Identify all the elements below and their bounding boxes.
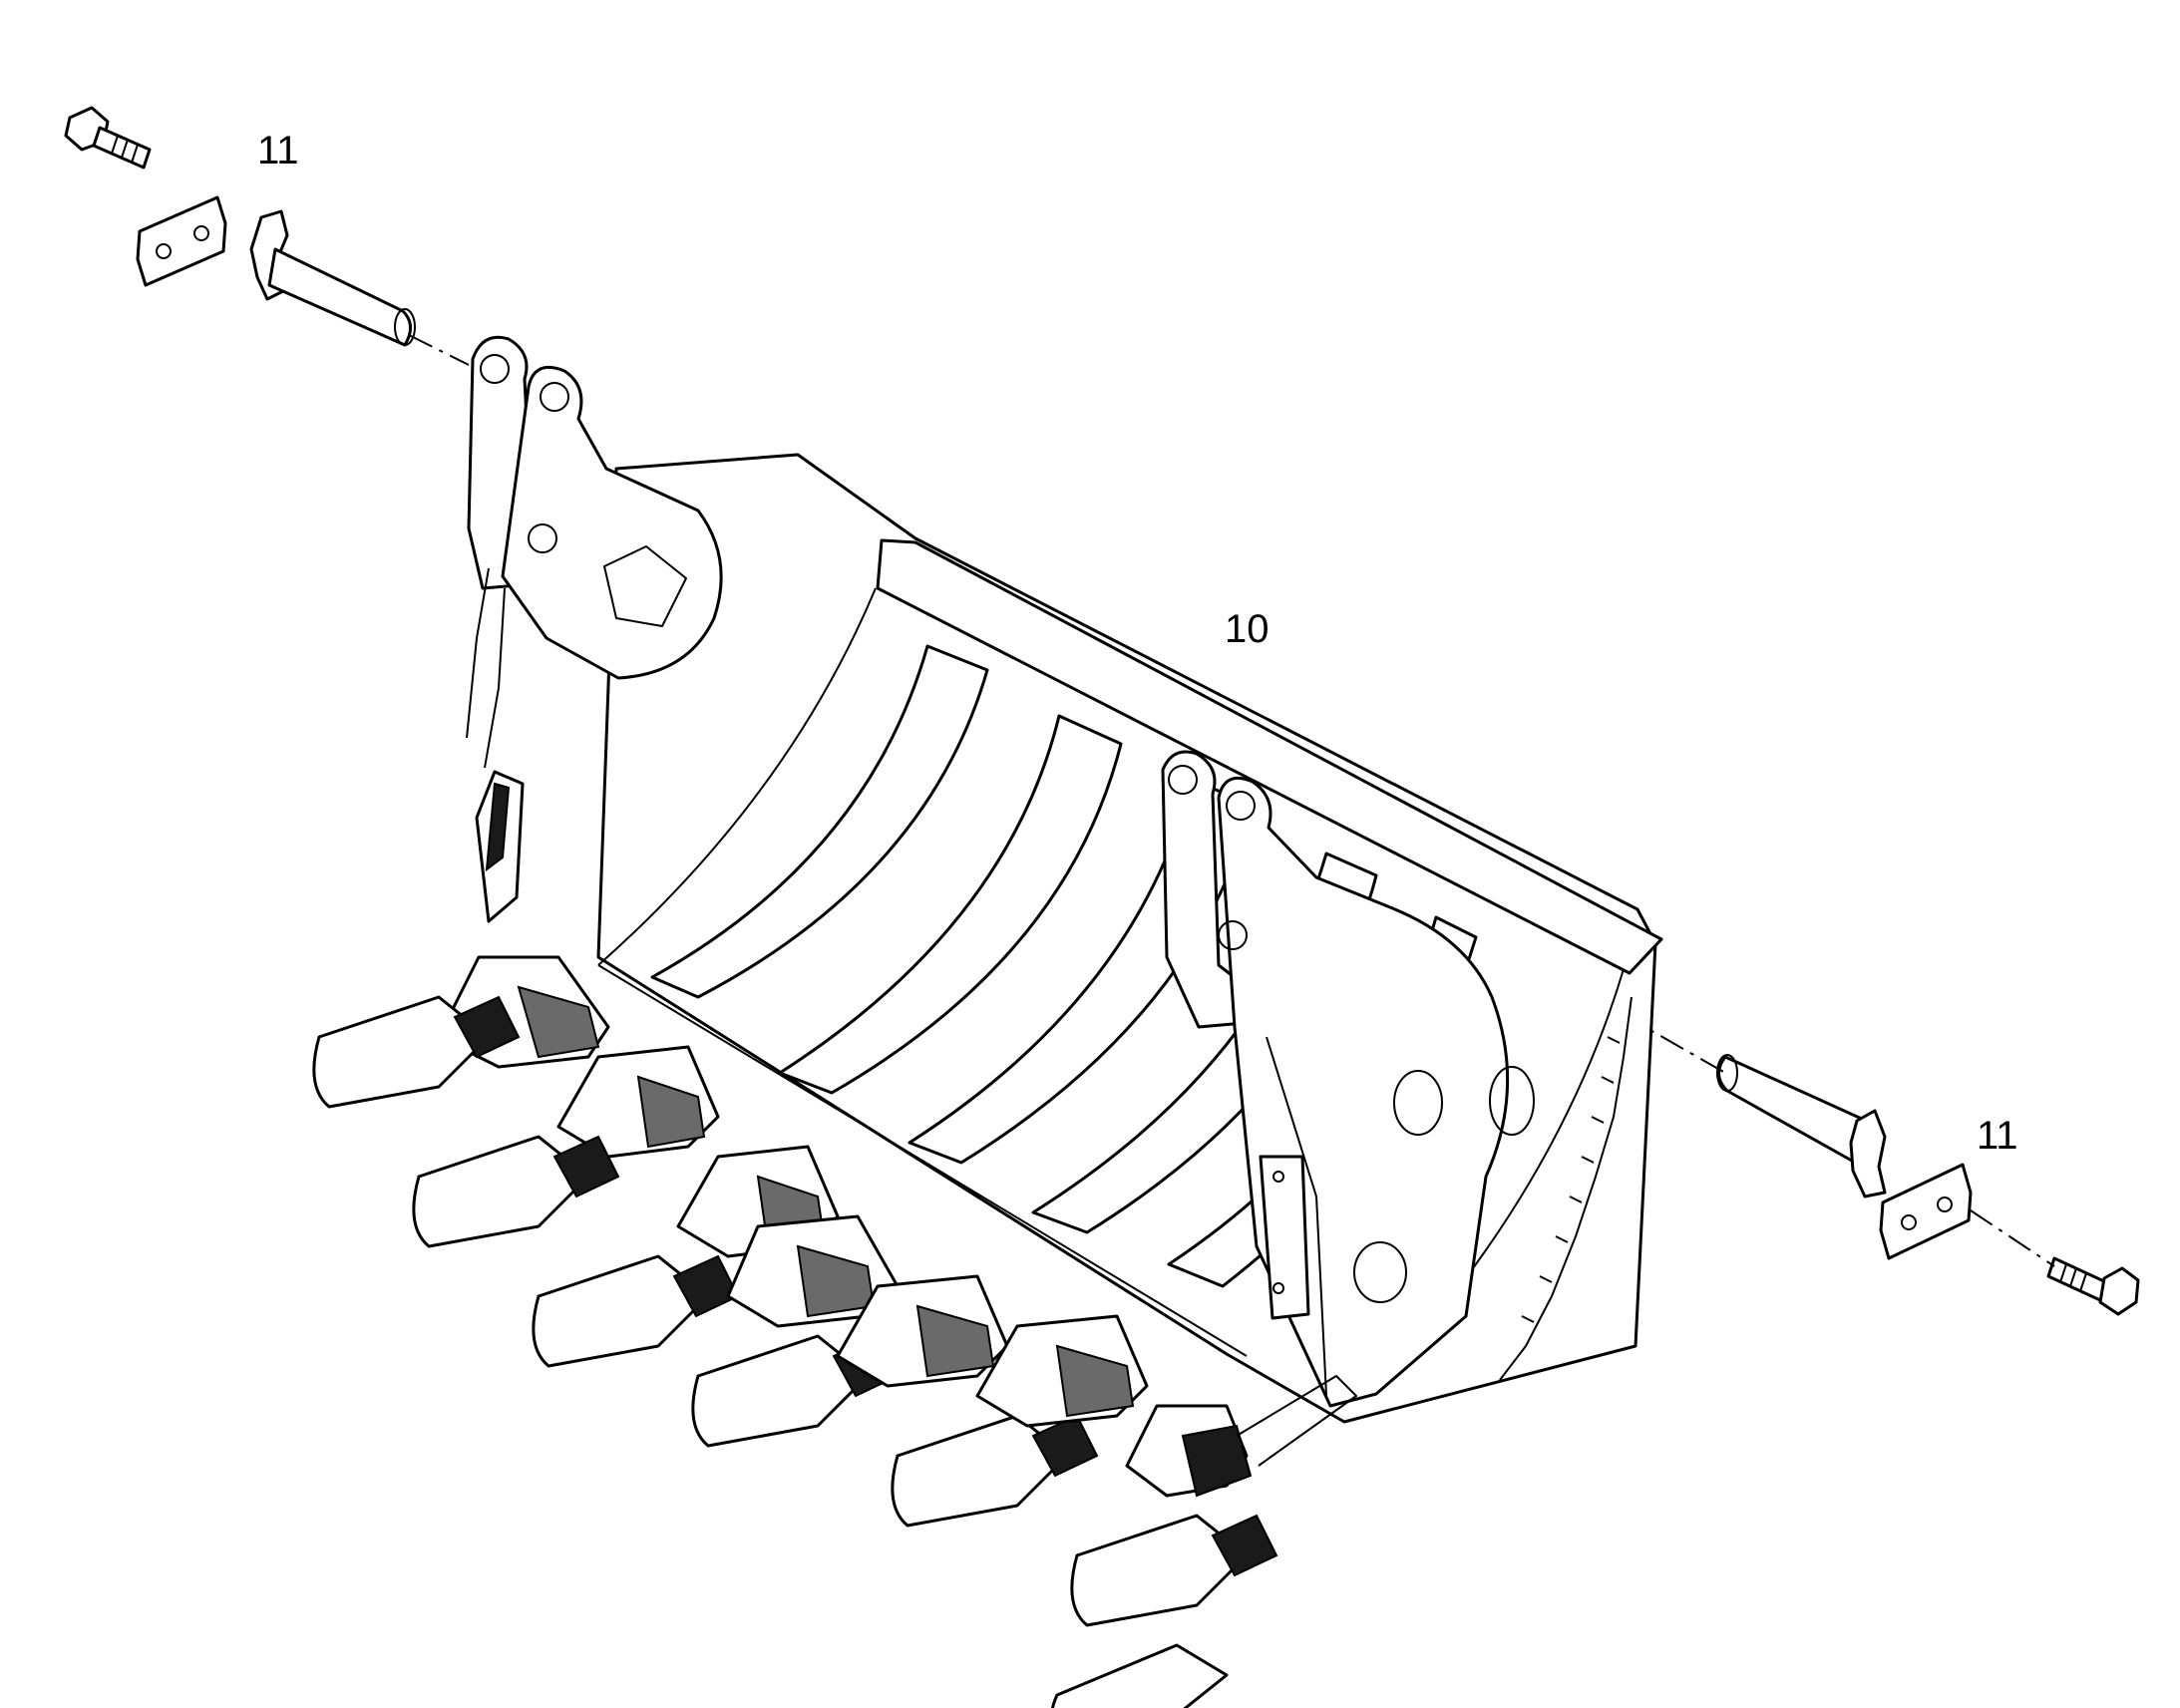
tooth-6 xyxy=(975,1314,1278,1627)
tooth-5 xyxy=(836,1274,1099,1528)
tooth-7 xyxy=(1051,1375,1357,1708)
right-pin xyxy=(1716,1054,1887,1198)
wear-strip xyxy=(650,644,989,999)
left-side-plate xyxy=(466,335,723,923)
left-retainer-plate xyxy=(136,195,227,287)
right-bolt xyxy=(2046,1256,2140,1316)
tooth-1 xyxy=(312,955,610,1109)
tooth-2 xyxy=(412,1045,720,1248)
left-pin xyxy=(249,209,416,347)
callout-bucket: 10 xyxy=(1225,607,1270,651)
right-bolt-axis-line xyxy=(1970,1209,2055,1267)
left-pin-axis-line xyxy=(408,334,470,366)
left-bolt xyxy=(64,106,152,170)
bucket-teeth xyxy=(312,955,1357,1708)
wear-strip xyxy=(778,714,1123,1095)
right-side-plate xyxy=(1161,750,1633,1408)
callout-pin-right: 11 xyxy=(1977,1114,2018,1158)
callout-pin-left: 11 xyxy=(257,129,299,172)
right-retainer-plate xyxy=(1879,1163,1973,1260)
